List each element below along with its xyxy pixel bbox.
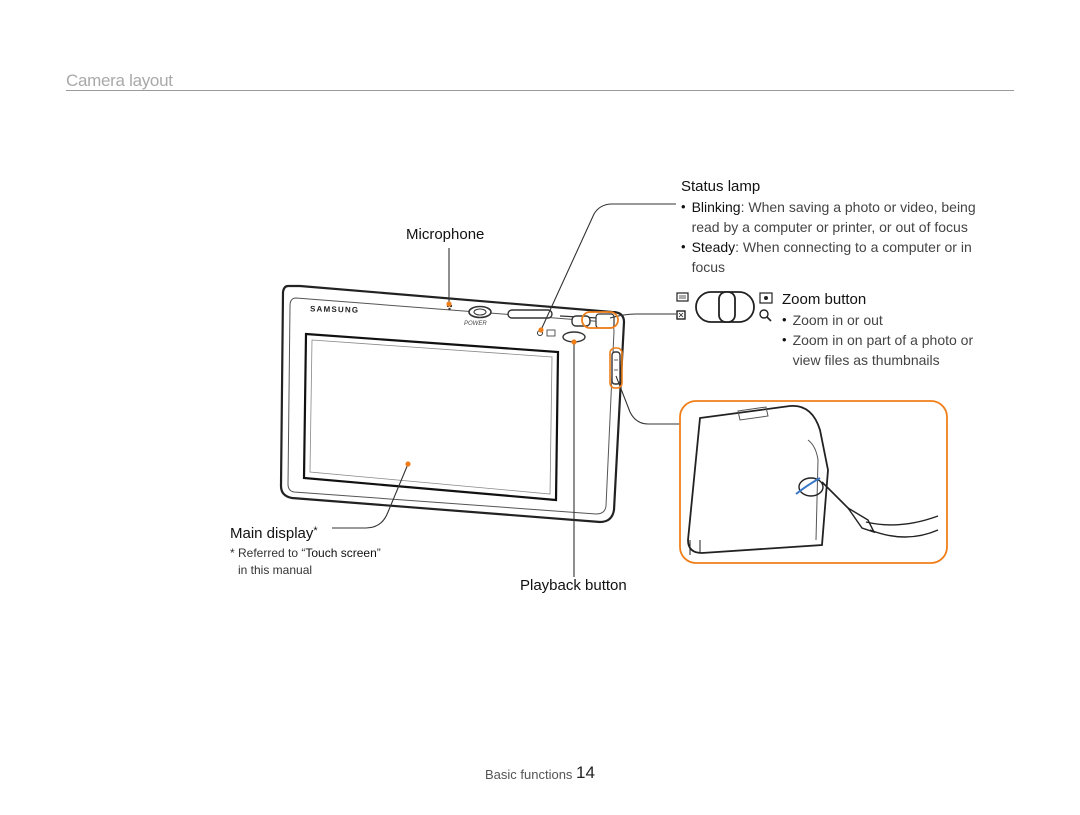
- callout-dots: [405, 301, 577, 467]
- section-title: Camera layout: [66, 71, 173, 90]
- camera-brand: SAMSUNG: [309, 304, 360, 315]
- zoom-item: •Zoom in or out: [782, 312, 883, 328]
- main-display-note-line2: in this manual: [238, 563, 313, 577]
- main-display-note: * Referred to “Touch screen”: [230, 546, 381, 560]
- strap-detail: [679, 400, 948, 564]
- power-label: POWER: [464, 321, 487, 327]
- zoom-button-title: Zoom button: [782, 291, 867, 308]
- note-term: Touch screen: [305, 546, 377, 560]
- zoom-item: •Zoom in on part of a photo or view file…: [782, 332, 974, 368]
- status-lamp-item: • Steady: When connecting to a computer …: [681, 239, 972, 275]
- status-text: : When saving a photo or video, being re…: [691, 199, 976, 235]
- page-number: 14: [576, 763, 595, 782]
- zoom-highlight: [581, 311, 619, 329]
- status-term: Blinking: [691, 199, 741, 215]
- asterisk: *: [313, 525, 318, 537]
- status-term: Steady: [691, 239, 736, 255]
- strap-slot-highlight: [609, 347, 623, 389]
- status-lamp-item: • Blinking: When saving a photo or video…: [681, 199, 976, 235]
- zoom-button-icon: [676, 291, 773, 323]
- playback-button-label: Playback button: [520, 577, 627, 594]
- main-display-title: Main display: [230, 525, 314, 542]
- callout-lines: [332, 203, 680, 577]
- shutter-button: [507, 309, 553, 319]
- status-lamp-callout: Status lamp • Blinking: When saving a ph…: [681, 178, 1001, 277]
- power-button: [468, 305, 492, 319]
- zoom-button-callout: Zoom button •Zoom in or out •Zoom in on …: [782, 291, 992, 370]
- status-lamp-title: Status lamp: [681, 178, 761, 195]
- zoom-lever: [571, 315, 591, 327]
- header-rule: [66, 90, 1014, 91]
- camera-body: [279, 284, 626, 524]
- microphone-label: Microphone: [406, 226, 485, 243]
- footer-section: Basic functions: [485, 767, 573, 782]
- status-text: : When connecting to a computer or in fo…: [691, 239, 972, 275]
- main-display-callout: Main display* * Referred to “Touch scree…: [230, 525, 381, 577]
